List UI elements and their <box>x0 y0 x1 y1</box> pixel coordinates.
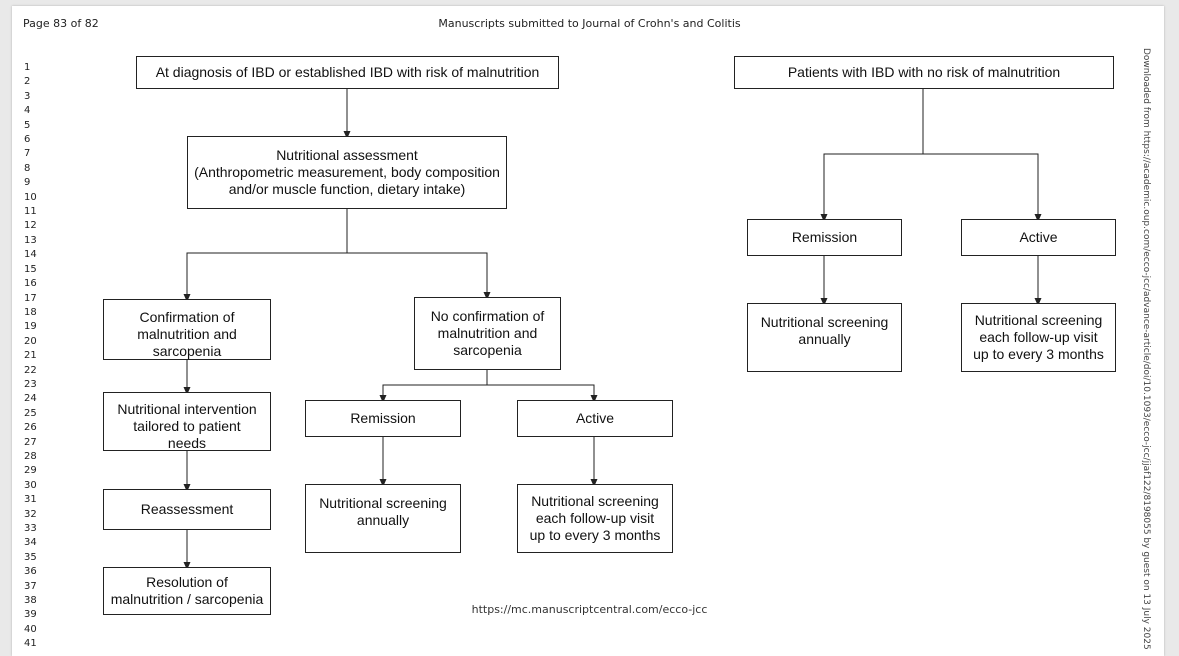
page-number: Page 83 of 82 <box>23 17 99 30</box>
line-number: 4 <box>24 105 31 117</box>
box-active: Active <box>517 400 673 437</box>
line-number: 39 <box>24 609 37 621</box>
line-number: 11 <box>24 206 37 218</box>
line-number: 30 <box>24 479 37 491</box>
box-confirmation: Confirmation of malnutrition and sarcope… <box>103 299 271 360</box>
line-number: 13 <box>24 234 37 246</box>
line-number: 3 <box>24 90 31 102</box>
line-number: 8 <box>24 162 31 174</box>
box-no-risk: Patients with IBD with no risk of malnut… <box>734 56 1114 89</box>
line-number: 34 <box>24 537 37 549</box>
line-number: 7 <box>24 148 31 160</box>
line-number: 14 <box>24 249 37 261</box>
connector-norisk-remission <box>820 89 924 222</box>
line-number: 26 <box>24 422 37 434</box>
box-right-screening-annual: Nutritional screening annually <box>747 303 902 372</box>
line-number: 37 <box>24 580 37 592</box>
line-number: 21 <box>24 350 37 362</box>
line-number: 40 <box>24 623 37 635</box>
line-number: 12 <box>24 220 37 232</box>
line-number: 18 <box>24 306 37 318</box>
box-right-active: Active <box>961 219 1116 256</box>
box-reassessment: Reassessment <box>103 489 271 530</box>
line-number: 24 <box>24 393 37 405</box>
line-number: 32 <box>24 508 37 520</box>
box-remission: Remission <box>305 400 461 437</box>
line-number: 27 <box>24 436 37 448</box>
box-screening-annual: Nutritional screening annually <box>305 484 461 553</box>
box-diagnosis: At diagnosis of IBD or established IBD w… <box>136 56 559 89</box>
line-number: 29 <box>24 465 37 477</box>
line-number: 38 <box>24 595 37 607</box>
connector-assessment-noconfirm <box>347 252 491 300</box>
box-nutritional-intervention: Nutritional intervention tailored to pat… <box>103 392 271 451</box>
download-note: Downloaded from https://academic.oup.com… <box>1141 48 1151 650</box>
line-number: 33 <box>24 523 37 534</box>
journal-header: Manuscripts submitted to Journal of Croh… <box>438 17 741 30</box>
box-resolution: Resolution of malnutrition / sarcopenia <box>103 567 271 615</box>
line-number: 20 <box>24 335 37 347</box>
line-number: 19 <box>24 321 37 333</box>
connector-assessment-split <box>183 209 348 302</box>
line-number: 28 <box>24 450 37 462</box>
line-number: 6 <box>24 134 31 146</box>
line-number: 35 <box>24 551 37 563</box>
line-number: 17 <box>24 292 37 304</box>
line-number: 2 <box>24 76 31 88</box>
line-number: 5 <box>24 119 31 131</box>
line-number: 15 <box>24 263 37 275</box>
connector-noconfirm-active <box>487 384 598 403</box>
line-number: 10 <box>24 191 37 203</box>
line-number: 1 <box>24 62 31 73</box>
line-number: 9 <box>24 177 31 189</box>
line-number: 36 <box>24 566 37 578</box>
box-no-confirmation: No confirmation of malnutrition and sarc… <box>414 297 561 370</box>
line-number: 25 <box>24 407 37 419</box>
line-number: 16 <box>24 278 37 290</box>
box-screening-followup: Nutritional screening each follow-up vis… <box>517 484 673 553</box>
box-nutritional-assessment: Nutritional assessment (Anthropometric m… <box>187 136 507 209</box>
footer-url: https://mc.manuscriptcentral.com/ecco-jc… <box>471 603 708 616</box>
connector-norisk-active <box>923 153 1042 222</box>
line-number: 23 <box>24 378 37 390</box>
line-number: 22 <box>24 364 37 376</box>
box-right-screening-followup: Nutritional screening each follow-up vis… <box>961 303 1116 372</box>
line-number: 41 <box>24 638 37 650</box>
box-right-remission: Remission <box>747 219 902 256</box>
line-number: 31 <box>24 494 37 506</box>
connector-noconfirm-remission <box>379 370 488 403</box>
